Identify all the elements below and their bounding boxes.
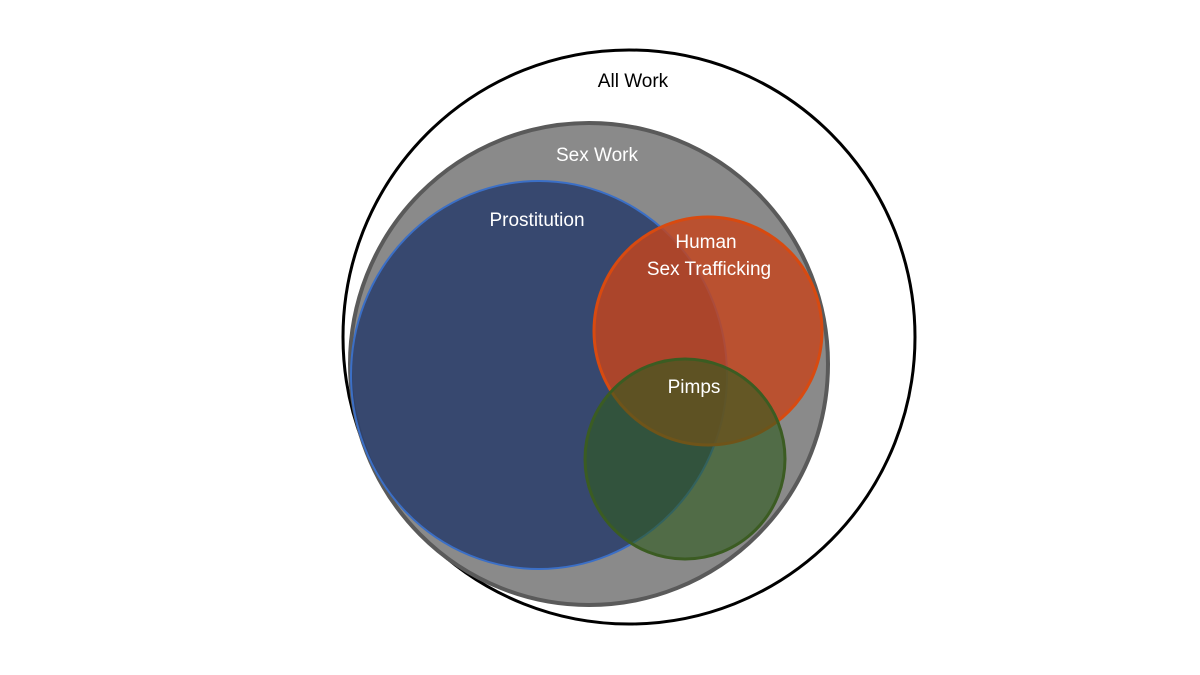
prostitution-label: Prostitution — [489, 210, 584, 231]
pimps-label: Pimps — [668, 377, 721, 398]
pimps-circle — [583, 357, 787, 561]
human-sex-trafficking-label-line1: Human — [675, 232, 736, 253]
all-work-label: All Work — [598, 71, 669, 92]
sex-work-label: Sex Work — [556, 145, 639, 166]
human-sex-trafficking-label-line2: Sex Trafficking — [647, 259, 771, 280]
